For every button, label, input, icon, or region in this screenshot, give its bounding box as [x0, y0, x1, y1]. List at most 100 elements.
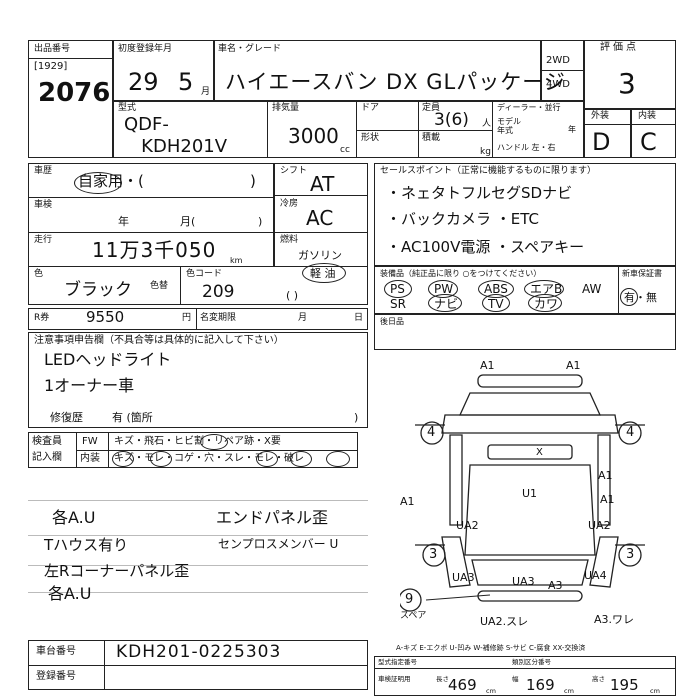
note-line-2a: Tハウス有り: [44, 536, 129, 554]
mark-ua3-left: UA3: [452, 571, 475, 584]
ua2-sure-label: UA2.スレ: [480, 615, 529, 628]
recycle-label: R券: [34, 313, 50, 323]
chassis-value: KDH201-0225303: [116, 642, 282, 662]
sales-frame: [374, 163, 676, 266]
mark-9: 9: [405, 592, 414, 607]
displacement-label: 排気量: [272, 103, 300, 113]
mark-ua3-center: UA3: [512, 575, 535, 588]
shift-value: AT: [310, 172, 335, 196]
note-line-4: 各A.U: [48, 584, 92, 603]
recycle-frame: [28, 308, 368, 330]
lot-sub: [1929]: [34, 61, 68, 72]
inspection-year: 年: [118, 215, 129, 228]
size-frame: [374, 656, 676, 696]
mark-x: X: [536, 447, 543, 458]
mark-a1-top-right: A1: [566, 359, 581, 372]
fuel-paren: ( ): [286, 289, 299, 302]
equip-aw: AW: [582, 282, 602, 296]
fuel-diesel: 軽 油: [310, 267, 336, 280]
year-unit: 年: [568, 125, 576, 134]
sure-circle: [256, 451, 278, 467]
private-use-circle: [74, 172, 122, 194]
color-code-value: 209: [202, 282, 235, 302]
notes-line-1: LEDヘッドライト: [44, 350, 172, 369]
mileage-value: 11万3千050: [92, 238, 217, 262]
note-line-2b: センプロスメンバー U: [218, 537, 339, 551]
mark-ua2-left: UA2: [456, 519, 479, 532]
fw-label: FW: [82, 436, 98, 447]
history-label: 車歴: [34, 166, 53, 176]
mark-a3: A3: [548, 579, 563, 592]
model-year-label: モデル 年式: [497, 117, 521, 135]
warranty-value: 有・無: [624, 291, 657, 304]
mark-4-right: 4: [626, 425, 635, 440]
fuel-label: 燃料: [280, 235, 299, 245]
notes-frame: [28, 332, 368, 428]
load-label: 積載: [422, 133, 441, 143]
car-damage-diagram: [400, 374, 645, 612]
mark-a1-top-left: A1: [480, 359, 495, 372]
mark-3-left: 3: [429, 547, 438, 562]
name-change-month: 月: [298, 313, 308, 323]
sales-line-2: ・バックカメラ ・ETC: [386, 210, 540, 228]
exterior-value: D: [592, 128, 611, 156]
color-value: ブラック: [64, 280, 132, 300]
month-unit: 月: [201, 87, 211, 97]
capacity-value: 3(6): [434, 110, 469, 130]
notes-label: 注意事項申告欄（不具合等は具体的に記入して下さい）: [34, 335, 284, 346]
note-line-3: 左Rコーナーパネル歪: [44, 562, 190, 580]
mark-a1-left: A1: [400, 495, 415, 508]
cert-label: 車検証明用: [378, 675, 411, 683]
kg-unit: kg: [480, 147, 491, 157]
history-close: ): [250, 172, 256, 190]
width-cm: cm: [564, 687, 574, 695]
interior-value: C: [640, 128, 657, 156]
leather-circle: [528, 294, 562, 312]
a3-ware-label: A3.ワレ: [594, 613, 635, 626]
ps-circle: [384, 280, 412, 298]
name-change-day: 日: [354, 313, 364, 323]
fuel-gasoline: ガソリン: [298, 249, 342, 262]
first-reg-month: 5: [178, 68, 194, 96]
mark-4-left: 4: [427, 425, 436, 440]
width-value: 169: [526, 676, 555, 694]
shift-label: シフト: [280, 166, 308, 176]
color-label: 色: [34, 269, 44, 279]
navi-circle: [428, 294, 462, 312]
score-label: 評価点: [600, 42, 639, 53]
width-label: 幅: [512, 675, 519, 683]
mark-ua4: UA4: [584, 569, 607, 582]
length-label: 長さ: [436, 675, 449, 683]
class-label: 類別区分番号: [512, 658, 551, 666]
person-unit: 人: [482, 119, 492, 129]
note-line-1a: 各A.U: [52, 508, 96, 527]
sales-line-1: ・ネェタトフルセグSDナビ: [386, 184, 573, 202]
sales-label: セールスポイント（正常に機能するものに限ります）: [380, 166, 597, 176]
door-label: ドア: [361, 103, 380, 113]
inspector-label-1: 検査員: [32, 436, 62, 447]
spare-label: スペア: [400, 611, 427, 621]
equipment-label: 装備品（純正品に限り ○をつけてください）: [380, 269, 542, 278]
recycle-value: 9550: [86, 308, 125, 326]
repair-close: ): [354, 411, 359, 424]
inspection-label: 車検: [34, 200, 53, 210]
score-value: 3: [618, 67, 636, 100]
interior-label: 内装: [638, 111, 657, 121]
shape-label: 形状: [361, 133, 380, 143]
more-circle-1: [150, 451, 172, 467]
dealer-label: ディーラー・並行: [497, 103, 561, 112]
displacement-value: 3000: [288, 124, 339, 148]
mark-u1: U1: [522, 487, 538, 500]
interior-insp-label: 内装: [80, 453, 100, 464]
ac-value: AC: [306, 206, 334, 230]
first-reg-year: 29: [128, 68, 159, 96]
lot-label: 出品番号: [34, 44, 71, 54]
type-label: 型式指定番号: [378, 658, 417, 666]
notes-line-2: 1オーナー車: [44, 376, 135, 395]
ac-label: 冷房: [280, 199, 299, 209]
reg-label: 登録番号: [36, 671, 76, 682]
header-frame: [28, 40, 676, 158]
color-change-label: 色替: [150, 281, 169, 291]
tv-circle: [482, 294, 510, 312]
chassis-label: 車台番号: [36, 646, 76, 657]
